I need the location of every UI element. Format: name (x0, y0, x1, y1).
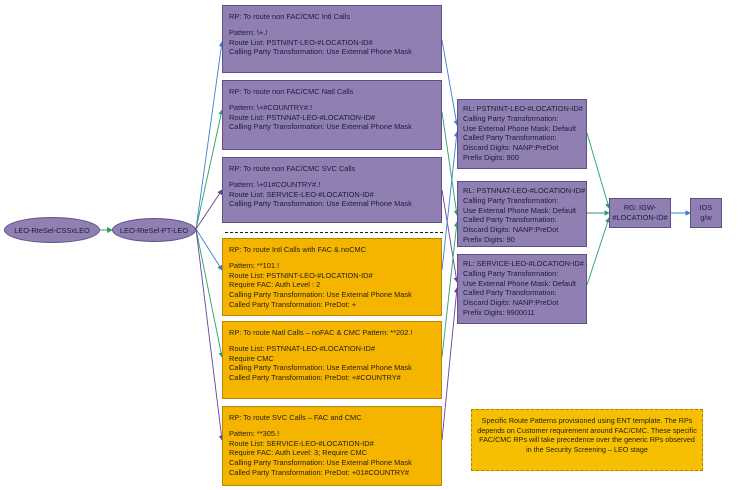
route-pattern-line: Pattern: \+01#COUNTRY#.! (229, 179, 321, 189)
arrow-pt-to-rp5 (195, 228, 224, 358)
route-pattern-line: Require FAC: Auth Level : 2 (229, 280, 321, 290)
arrow-rp1-to-rl1 (441, 39, 459, 126)
arrow-pt-to-rp1 (195, 41, 225, 230)
route-pattern-title: RP: To route Intl Calls with FAC & noCMC (229, 245, 367, 254)
route-list-line: Discard Digits: NANP:PreDot (463, 143, 559, 153)
route-list-box: RL: SERVICE-LEO-#LOCATION-ID# Calling Pa… (457, 254, 587, 324)
route-pattern-line: Require CMC (229, 353, 274, 363)
route-list-line: Prefix Digits: 9900011 (463, 307, 535, 317)
css-node: LEO-RteSel-CSSxLEO (4, 217, 100, 243)
route-pattern-title: RP: To route SVC Calls – FAC and CMC (229, 413, 362, 422)
route-pattern-line: Calling Party Transformation: Use Extern… (229, 458, 412, 468)
route-pattern-line: Pattern: **305.! (229, 428, 280, 438)
arrow-rp6-to-rl3 (441, 287, 460, 441)
gateway-line: IOS (699, 203, 713, 213)
route-list-line: Calling Party Transformation: (463, 113, 559, 123)
route-pattern-line: Pattern: **101.! (229, 260, 280, 270)
route-pattern-line: Calling Party Transformation: Use Extern… (229, 47, 412, 57)
route-pattern-line: Pattern: \+#COUNTRY#.! (229, 102, 313, 112)
route-list-line: RL: PSTNNAT-LEO-#LOCATION-ID# (463, 186, 586, 195)
route-pattern-box: RP: To route Intl Calls with FAC & noCMC… (222, 238, 442, 316)
route-pattern-line: Route List: SERVICE-LEO-#LOCATION-ID# (229, 438, 374, 448)
route-pattern-line: Route List: SERVICE-LEO-#LOCATION-ID# (229, 189, 374, 199)
arrow-pt-to-rp4 (195, 228, 223, 271)
route-list-line: Use External Phone Mask: Default (463, 205, 576, 215)
route-pattern-line: Calling Party Transformation: Use Extern… (229, 199, 412, 209)
route-list-line: Use External Phone Mask: Default (463, 123, 576, 133)
route-pattern-box: RP: To route non FAC/CMC Intl Calls Patt… (222, 5, 442, 73)
route-list-line: Called Party Transformation: (463, 133, 557, 143)
arrow-pt-to-rp3 (195, 189, 223, 230)
route-pattern-title: RP: To route non FAC/CMC Intl Calls (229, 12, 351, 21)
note-text: Specific Route Patterns provisioned usin… (477, 416, 697, 454)
route-pattern-line: Route List: PSTNNAT-LEO-#LOCATION-ID# (229, 343, 375, 353)
route-pattern-line: Calling Party Transformation: Use Extern… (229, 122, 412, 132)
gateway-box: IOS g/w (690, 198, 722, 228)
route-pattern-title: RP: To route non FAC/CMC SVC Calls (229, 164, 356, 173)
route-list-line: Discard Digits: NANP:PreDot (463, 225, 559, 235)
route-pattern-box: RP: To route non FAC/CMC SVC Calls Patte… (222, 157, 442, 223)
arrow-rl1-to-rg (586, 132, 611, 209)
route-list-line: RL: PSTNINT-LEO-#LOCATION-ID# (463, 104, 583, 113)
arrow-rp3-to-rl3 (441, 189, 459, 283)
route-pattern-box: RP: To route SVC Calls – FAC and CMC Pat… (222, 406, 442, 486)
route-list-line: Calling Party Transformation: (463, 268, 559, 278)
route-pattern-line: Calling Party Transformation: Use Extern… (229, 290, 412, 300)
gateway-line: g/w (700, 213, 712, 222)
route-pattern-title: RP: To route non FAC/CMC Natl Calls (229, 87, 354, 96)
route-list-box: RL: PSTNNAT-LEO-#LOCATION-ID# Calling Pa… (457, 181, 587, 247)
arrow-rp4-to-rl1 (441, 131, 460, 271)
route-pattern-line: Pattern: \+.! (229, 27, 268, 37)
route-pattern-line: Route List: PSTNINT-LEO-#LOCATION-ID# (229, 270, 373, 280)
arrow-pt-to-rp6 (195, 228, 225, 441)
route-pattern-box: RP: To route non FAC/CMC Natl Calls Patt… (222, 80, 442, 150)
route-list-box: RL: PSTNINT-LEO-#LOCATION-ID# Calling Pa… (457, 99, 587, 169)
route-pattern-line: Route List: PSTNNAT-LEO-#LOCATION-ID# (229, 112, 375, 122)
arrow-rp5-to-rl2 (441, 221, 460, 358)
route-list-line: Prefix Digits: 900 (463, 152, 519, 162)
route-pattern-line: Require FAC: Auth Level: 3; Require CMC (229, 448, 368, 458)
route-pattern-line: Called Party Transformation: PreDot: +01… (229, 467, 409, 477)
route-list-line: Called Party Transformation: (463, 215, 557, 225)
route-pattern-line: Calling Party Transformation: Use Extern… (229, 363, 412, 373)
arrow-pt-to-rp2 (195, 109, 224, 230)
route-list-line: Discard Digits: NANP:PreDot (463, 298, 559, 308)
route-list-line: RL: SERVICE-LEO-#LOCATION-ID# (463, 259, 584, 268)
css-node-label: LEO-RteSel-CSSxLEO (14, 225, 90, 235)
route-pattern-line: Called Party Transformation: PreDot: +#C… (229, 373, 401, 383)
note-box: Specific Route Patterns provisioned usin… (471, 409, 703, 471)
route-group-line: RG: IGW- (623, 203, 657, 213)
group-separator (225, 232, 443, 233)
route-pattern-title: RP: To route Natl Calls – noFAC & CMC Pa… (229, 328, 413, 337)
route-list-line: Calling Party Transformation: (463, 195, 559, 205)
arrow-rp2-to-rl2 (441, 111, 460, 216)
pt-node: LEO-RteSel-PT-LEO (112, 218, 196, 242)
route-group-box: RG: IGW- #LOCATION-ID# (609, 198, 671, 228)
route-list-line: Called Party Transformation: (463, 288, 557, 298)
route-pattern-box: RP: To route Natl Calls – noFAC & CMC Pa… (222, 321, 442, 399)
route-pattern-line: Route List: PSTNINT-LEO-#LOCATION-ID# (229, 37, 373, 47)
arrow-rl3-to-rg (586, 217, 611, 286)
route-group-line: #LOCATION-ID# (612, 213, 668, 222)
route-list-line: Use External Phone Mask: Default (463, 278, 576, 288)
route-pattern-line: Called Party Transformation: PreDot: + (229, 299, 357, 309)
pt-node-label: LEO-RteSel-PT-LEO (119, 225, 189, 235)
route-list-line: Prefix Digits: 90 (463, 234, 515, 244)
